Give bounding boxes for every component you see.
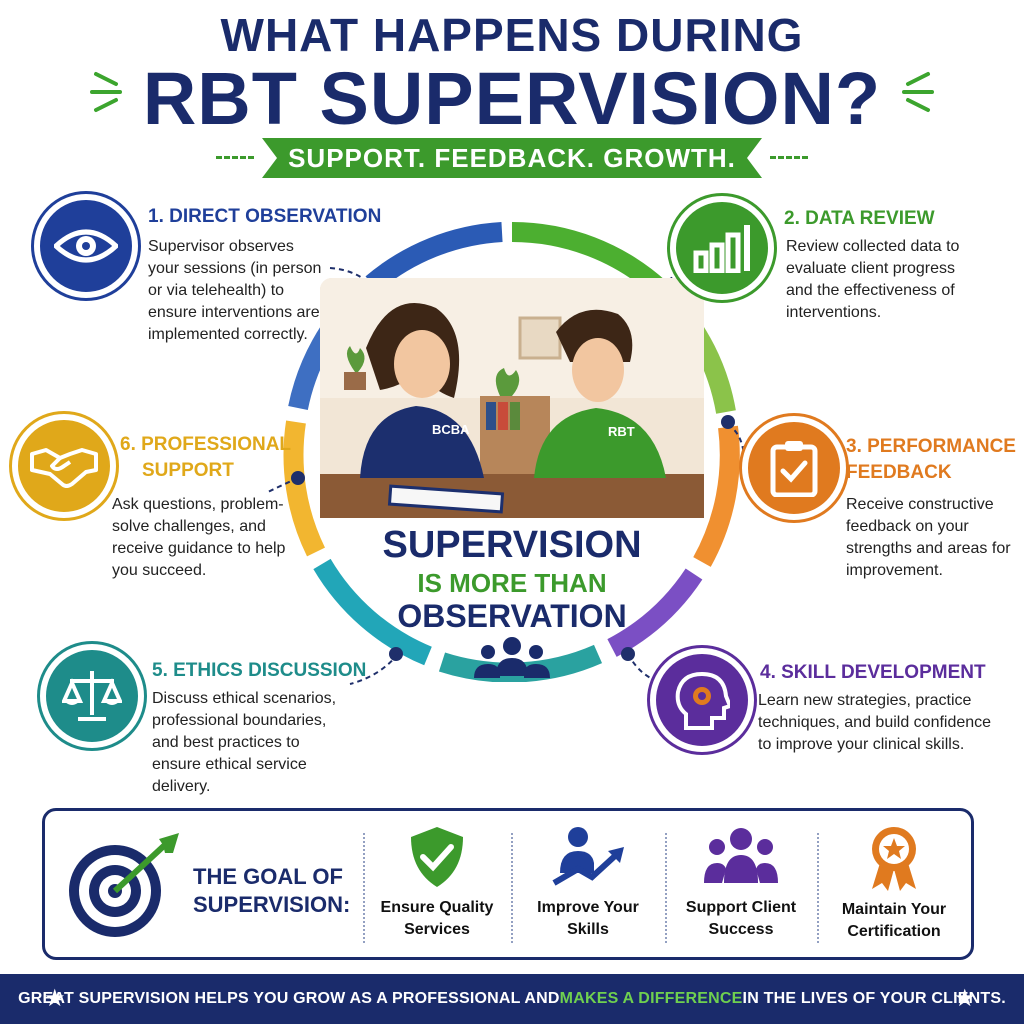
item-5-desc: Discuss ethical scenarios, professional …: [152, 690, 337, 795]
item-1-desc: Supervisor observes your sessions (in pe…: [148, 238, 322, 343]
footer-banner: GREAT SUPERVISION HELPS YOU GROW AS A PR…: [0, 974, 1024, 1024]
item-2-desc: Review collected data to evaluate client…: [786, 238, 960, 321]
center-text-observation: OBSERVATION: [397, 598, 627, 634]
item-4-icon-circle: [650, 648, 754, 752]
banner-dash-right: [770, 156, 808, 159]
goal-label-quality-line-1: Ensure Quality: [380, 899, 494, 916]
item-6-desc: Ask questions, problem-solve challenges,…: [112, 496, 286, 579]
item-6-icon-circle: [12, 414, 116, 518]
goal-title-line-1: THE GOAL OF: [193, 864, 343, 889]
item-5-icon-circle: [40, 644, 144, 748]
goal-divider-2: [511, 833, 513, 943]
item-3-icon-circle: [742, 416, 846, 520]
center-text-supervision: SUPERVISION: [382, 524, 642, 566]
sparkle-left-icon: [84, 66, 134, 116]
bar-chart-icon: [693, 225, 750, 273]
footer-text-1: GREAT SUPERVISION HELPS YOU GROW AS A PR…: [18, 990, 560, 1007]
clipboard-check-icon: [770, 441, 818, 497]
item-3-desc: Receive constructive feedback on your st…: [846, 496, 1011, 579]
goal-label-certification-line-1: Maintain Your: [841, 901, 947, 918]
shield-check-icon: [411, 827, 463, 887]
goal-divider-4: [817, 833, 819, 943]
star-left-icon: ★: [44, 985, 66, 1012]
center-text-is-more-than: IS MORE THAN: [417, 568, 607, 598]
sparkle-right-icon: [890, 66, 940, 116]
item-5-title: 5. ETHICS DISCUSSION: [152, 660, 367, 681]
goal-divider-3: [665, 833, 667, 943]
item-3-title: 3. PERFORMANCE FEEDBACK: [846, 434, 1016, 486]
item-3-title-line-2: FEEDBACK: [846, 462, 952, 483]
award-ribbon-icon: [872, 827, 916, 891]
goal-label-certification-line-2: Certification: [847, 923, 941, 940]
title-line-2: RBT SUPERVISION?: [142, 57, 882, 140]
banner-dash-left: [216, 156, 254, 159]
growth-arrow-icon: [552, 827, 624, 886]
head-gear-icon: [675, 671, 730, 730]
goal-label-client-success-line-2: Success: [708, 921, 774, 938]
item-3-title-line-1: 3. PERFORMANCE: [846, 436, 1016, 457]
footer-highlight: MAKES A DIFFERENCE: [559, 990, 743, 1007]
goal-divider-1: [363, 833, 365, 943]
team-icon: [472, 636, 552, 680]
goal-title: THE GOAL OF SUPERVISION:: [193, 863, 350, 919]
scales-icon: [62, 671, 122, 721]
eye-icon: [54, 229, 118, 263]
goal-label-skills-line-1: Improve Your: [537, 899, 639, 916]
goal-label-client-success-line-1: Support Client: [685, 899, 797, 916]
goal-label-quality-line-2: Services: [404, 921, 470, 938]
shirt-label-bcba: BCBA: [432, 422, 470, 437]
item-2-title: 2. DATA REVIEW: [784, 208, 935, 229]
item-6-title-line-2: SUPPORT: [142, 460, 234, 481]
goal-title-line-2: SUPERVISION:: [193, 892, 351, 917]
item-6-title: 6. PROFESSIONAL SUPPORT: [120, 432, 291, 484]
item-1-icon-circle: [34, 194, 138, 298]
shirt-label-rbt: RBT: [608, 424, 635, 439]
item-4-title: 4. SKILL DEVELOPMENT: [760, 662, 986, 683]
target-icon: [63, 831, 183, 941]
item-4-desc: Learn new strategies, practice technique…: [758, 692, 992, 753]
item-1-title: 1. DIRECT OBSERVATION: [148, 206, 382, 227]
supervision-scene: BCBA RBT: [320, 278, 704, 518]
footer-text-2: IN THE LIVES OF YOUR CLIENTS.: [742, 990, 1006, 1007]
goal-label-skills-line-2: Skills: [567, 921, 609, 938]
handshake-icon: [30, 448, 98, 488]
star-right-icon: ★: [954, 985, 976, 1012]
tagline-banner: SUPPORT. FEEDBACK. GROWTH.: [262, 138, 762, 178]
item-2-icon-circle: [670, 196, 774, 300]
item-6-title-line-1: 6. PROFESSIONAL: [120, 434, 292, 455]
title-line-1: WHAT HAPPENS DURING: [220, 9, 804, 61]
group-icon: [704, 828, 778, 883]
